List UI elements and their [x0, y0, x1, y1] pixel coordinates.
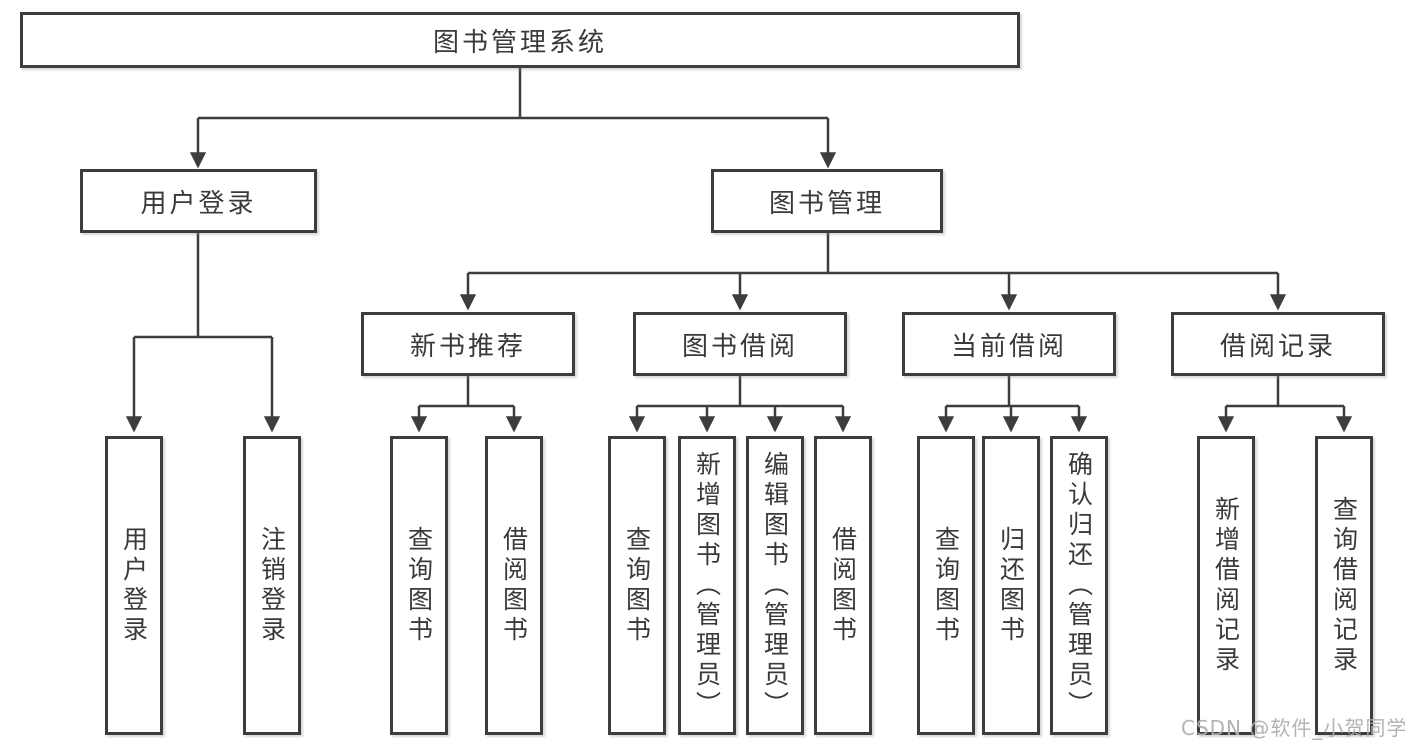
node-label: 新书推荐: [409, 331, 526, 362]
connector-line: [637, 376, 843, 408]
node-borrowing-records: 借阅记录: [1171, 312, 1385, 376]
connector-book-management-children: [459, 233, 1287, 311]
node-label: 图书管理: [768, 188, 885, 219]
node-label: 用户登录: [119, 525, 149, 646]
node-book-borrowing: 图书借阅: [633, 312, 847, 376]
node-label: 借阅记录: [1219, 331, 1336, 362]
leaf-current-confirm-return-admin: 确认归还（管理员）: [1050, 436, 1108, 735]
connector-user-login-children: [125, 233, 281, 433]
leaf-current-return-books: 归还图书: [982, 436, 1040, 735]
node-label: 新增图书（管理员）: [692, 450, 722, 721]
leaf-user-login: 用户登录: [105, 436, 163, 735]
node-label: 确认归还（管理员）: [1064, 450, 1094, 721]
csdn-watermark: CSDN @软件_小贺同学: [1181, 716, 1405, 740]
node-label: 编辑图书（管理员）: [760, 450, 790, 721]
node-book-management: 图书管理: [711, 169, 943, 233]
connector-line: [468, 233, 1278, 275]
node-label: 图书管理系统: [432, 27, 607, 58]
connector-line: [419, 376, 514, 408]
leaf-borrow-edit-books-admin: 编辑图书（管理员）: [746, 436, 804, 735]
node-label: 归还图书: [996, 525, 1026, 646]
leaf-current-query-books: 查询图书: [917, 436, 975, 735]
connector-new-book-recommend-children: [410, 376, 523, 433]
node-label: 借阅图书: [828, 525, 858, 646]
node-label: 图书借阅: [681, 331, 798, 362]
leaf-borrow-add-books-admin: 新增图书（管理员）: [678, 436, 736, 735]
leaf-newrec-query-books: 查询图书: [390, 436, 448, 735]
node-label: 借阅图书: [499, 525, 529, 646]
node-label: 查询图书: [404, 525, 434, 646]
node-label: 查询图书: [931, 525, 961, 646]
connector-line: [946, 376, 1079, 408]
leaf-borrow-query-books: 查询图书: [608, 436, 666, 735]
connector-line: [1226, 376, 1344, 408]
leaf-logout-login: 注销登录: [243, 436, 301, 735]
connector-book-borrowing-children: [628, 376, 852, 433]
connector-current-borrowing-children: [937, 376, 1088, 433]
leaf-borrow-borrow-books: 借阅图书: [814, 436, 872, 735]
node-label: 当前借阅: [950, 331, 1067, 362]
leaf-newrec-borrow-books: 借阅图书: [485, 436, 543, 735]
node-root-system: 图书管理系统: [20, 12, 1020, 68]
connector-borrowing-records-children: [1217, 376, 1353, 433]
leaf-records-query-record: 查询借阅记录: [1315, 436, 1373, 735]
connector-root-to-level2: [189, 68, 837, 169]
node-new-book-recommend: 新书推荐: [361, 312, 575, 376]
node-label: 新增借阅记录: [1211, 495, 1241, 676]
node-current-borrowing: 当前借阅: [902, 312, 1116, 376]
node-label: 查询图书: [622, 525, 652, 646]
leaf-records-add-record: 新增借阅记录: [1197, 436, 1255, 735]
connector-line: [198, 68, 828, 120]
node-label: 注销登录: [257, 525, 287, 646]
connector-line: [134, 233, 272, 339]
node-label: 查询借阅记录: [1329, 495, 1359, 676]
node-label: 用户登录: [140, 188, 257, 219]
node-user-login: 用户登录: [80, 169, 317, 233]
